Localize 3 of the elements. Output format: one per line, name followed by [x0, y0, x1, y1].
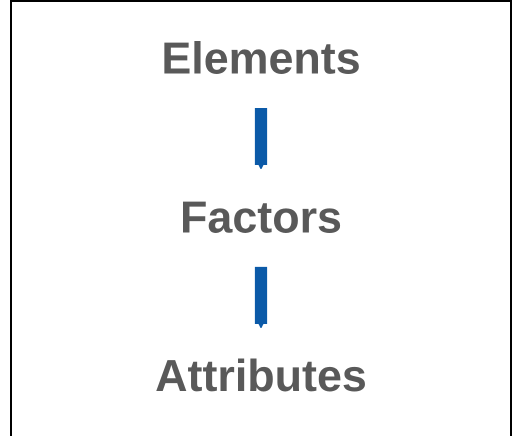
node-label: Attributes: [155, 351, 367, 402]
node-label: Factors: [180, 192, 342, 242]
node-label: Elements: [161, 34, 361, 84]
